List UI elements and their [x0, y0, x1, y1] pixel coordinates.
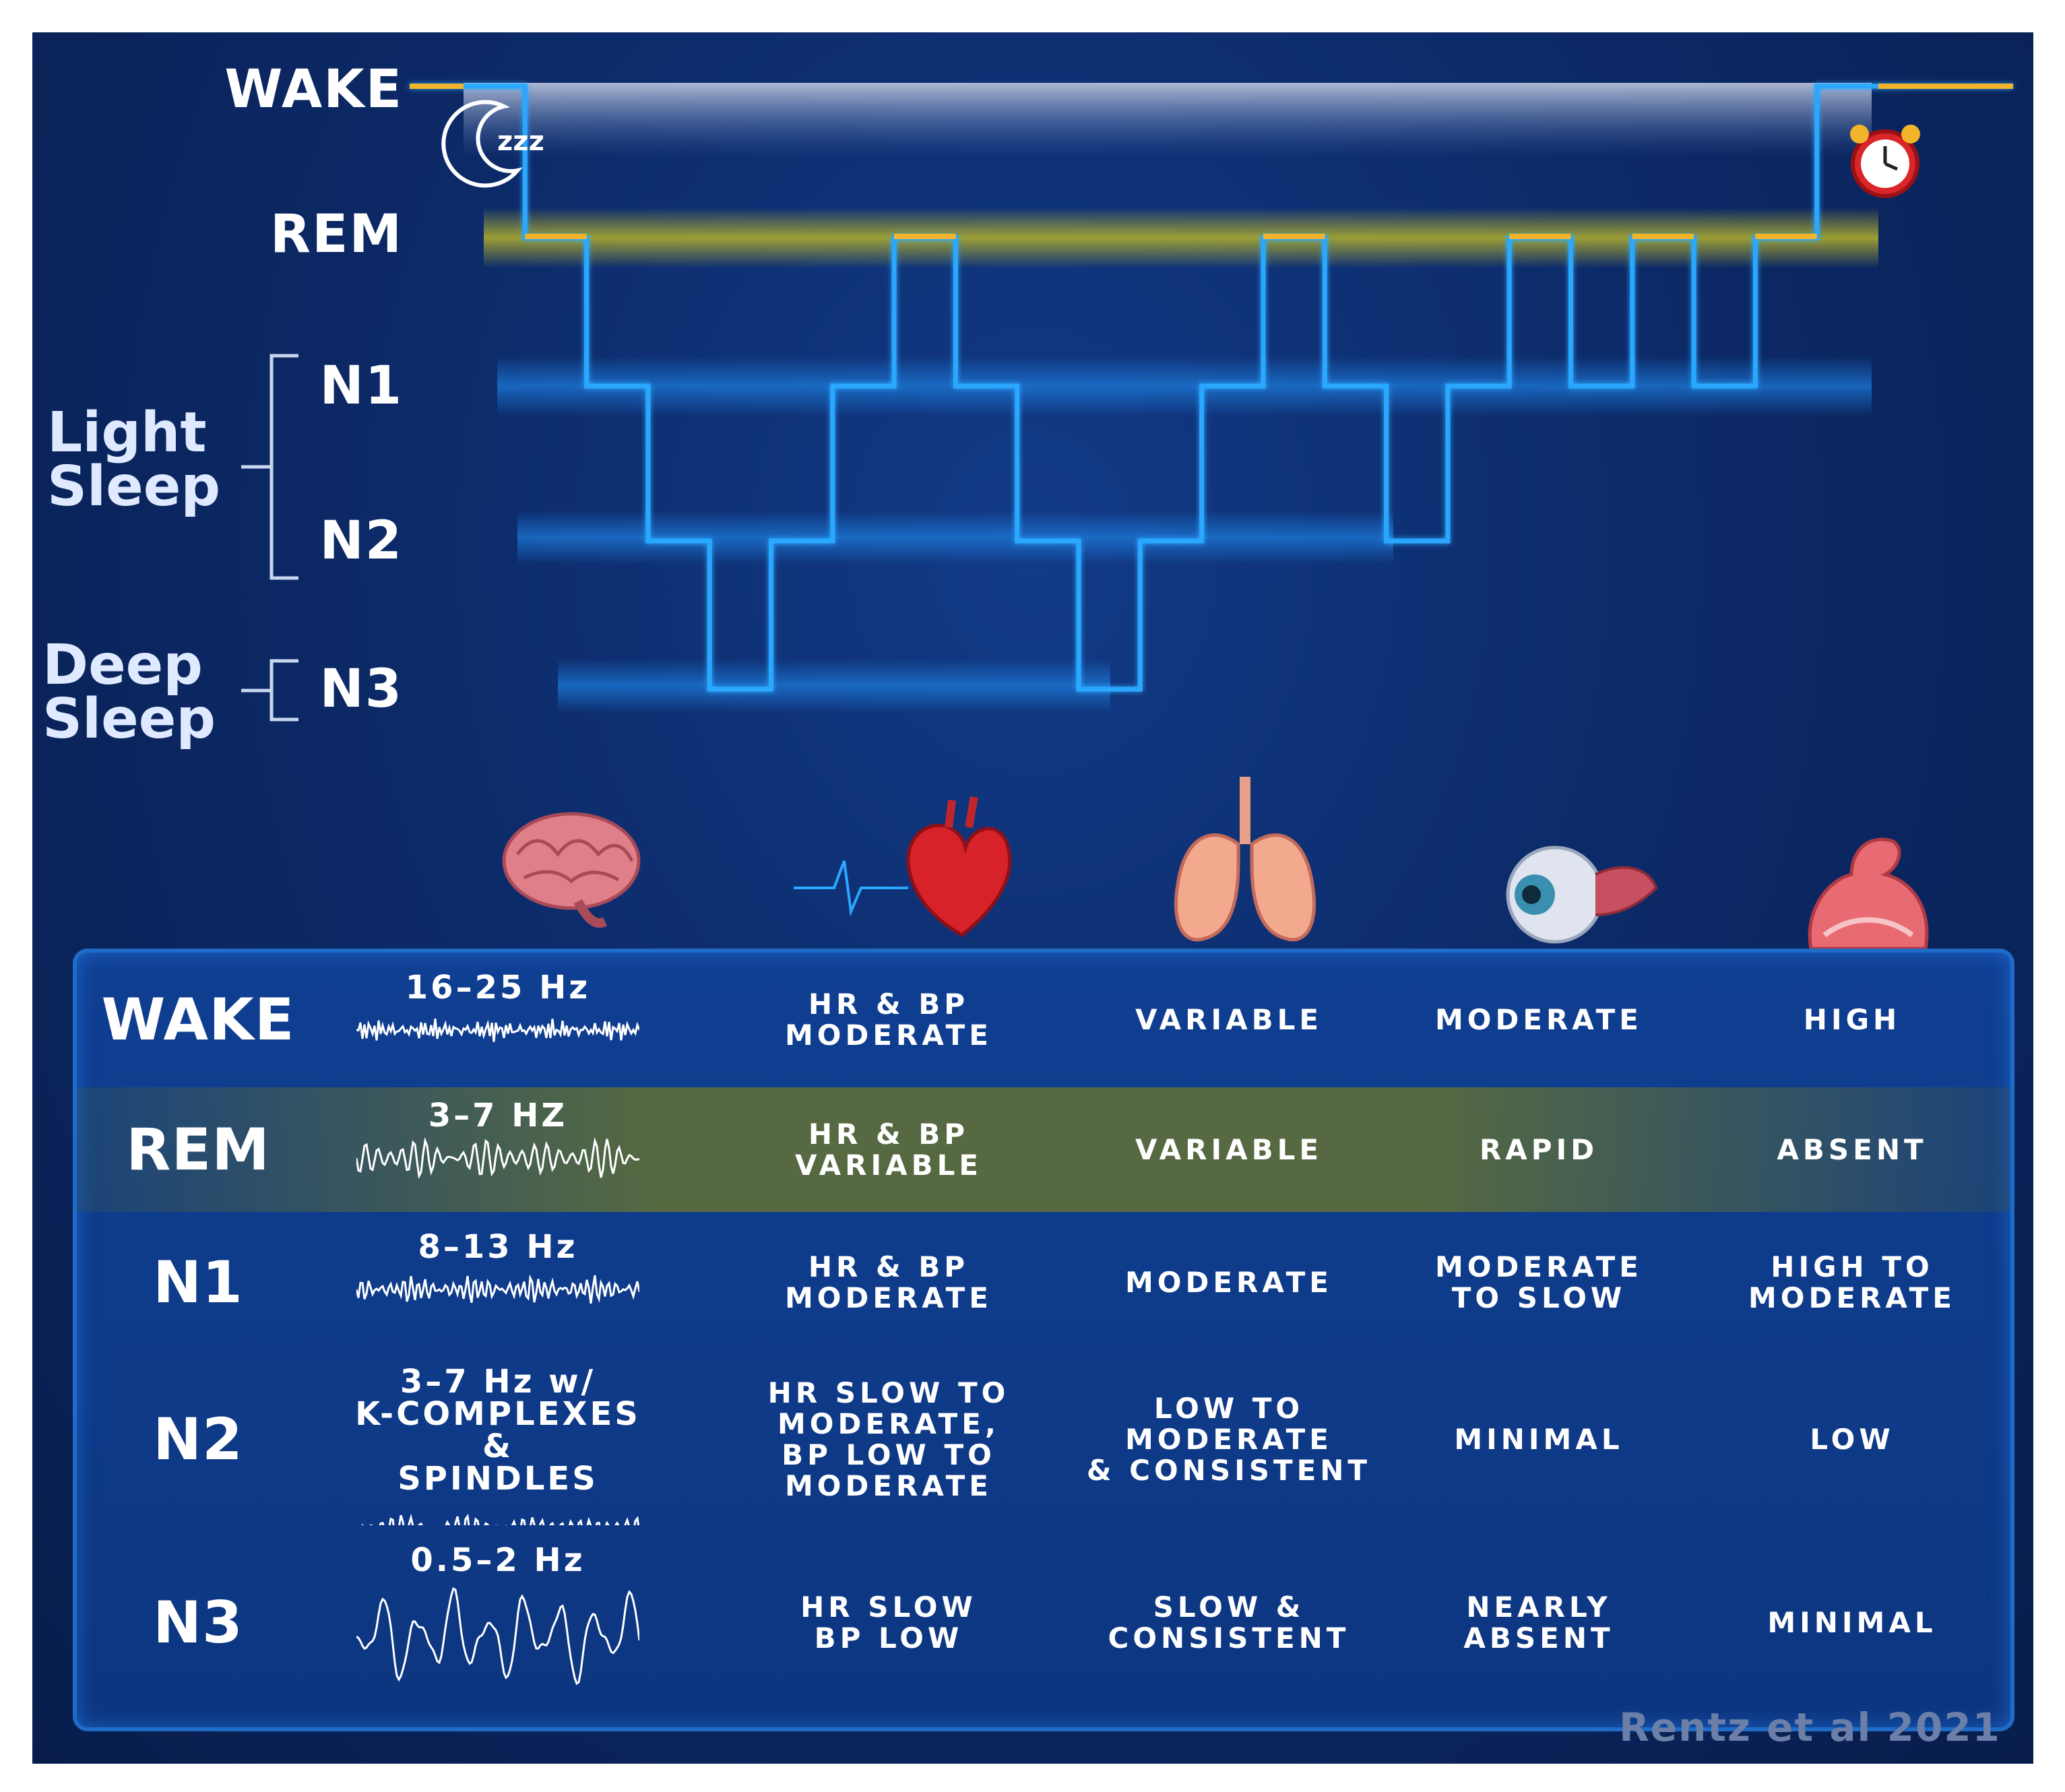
eeg-frequency: 16–25 Hz: [405, 969, 591, 1006]
group-label-deep-sleep: Deep Sleep: [42, 633, 216, 751]
eeg-trace: [356, 1018, 639, 1042]
diagram-canvas: zzz WAKE REM N1 N2 N3 Light Sleep Deep S…: [32, 32, 2033, 1764]
eeg-waveform: [356, 1274, 639, 1304]
table-heart-cell: HR & BP MODERATE: [785, 988, 992, 1052]
table-eye-cell: RAPID: [1479, 1132, 1599, 1166]
eeg-trace: [356, 1274, 639, 1304]
table-stage-name: N3: [153, 1589, 243, 1657]
table-lungs-cell: LOW TO MODERATE & CONSISTENT: [1086, 1391, 1372, 1487]
hypno-label-rem: REM: [270, 204, 403, 265]
hypnogram: zzz: [410, 83, 2013, 713]
table-eye-cell: MINIMAL: [1454, 1422, 1624, 1456]
eeg-waveform: [356, 1018, 639, 1042]
n3-band: [558, 659, 1110, 713]
stage-characteristics-table: WAKE 16–25 Hz HR & BP MODERATE VARIABLE MODE…: [73, 949, 2014, 1731]
eeg-frequency: 8–13 Hz: [418, 1228, 578, 1266]
table-eeg-cell: 0.5–2 Hz: [346, 1532, 649, 1714]
eeg-waveform: [356, 1587, 639, 1686]
eeg-frequency: 3–7 HZ: [428, 1097, 568, 1134]
eeg-trace: [361, 1513, 639, 1525]
credit-text: Rentz et al 2021: [1619, 1704, 2001, 1750]
table-muscle-cell: ABSENT: [1777, 1132, 1928, 1166]
table-stage-name: WAKE: [101, 986, 295, 1054]
table-heart-cell: HR SLOW TO MODERATE, BP LOW TO MODERATE: [767, 1376, 1010, 1502]
table-lungs-cell: VARIABLE: [1135, 1003, 1323, 1036]
bracket-deep-sleep: [241, 659, 298, 722]
table-stage-name: REM: [126, 1116, 270, 1184]
table-muscle-cell: HIGH TO MODERATE: [1748, 1250, 1956, 1314]
svg-text:zzz: zzz: [497, 126, 544, 157]
moon-sleep-icon: zzz: [441, 100, 544, 188]
table-eeg-cell: 8–13 Hz: [346, 1219, 649, 1347]
bracket-light-sleep: [241, 354, 298, 580]
eeg-trace: [356, 1587, 639, 1686]
hypno-label-n1: N1: [319, 356, 403, 416]
table-row: N1 8–13 Hz HR & BP MODERATE MODERATE MODERAT…: [77, 1219, 2010, 1347]
table-heart-cell: HR & BP MODERATE: [785, 1250, 992, 1314]
lungs-icon: [1174, 777, 1316, 942]
n2-band: [517, 511, 1393, 565]
table-lungs-cell: SLOW & CONSISTENT: [1108, 1591, 1350, 1655]
table-stage-name: N1: [153, 1249, 243, 1316]
table-eye-cell: MODERATE: [1435, 1003, 1643, 1036]
muscle-icon: [1808, 837, 1929, 951]
n1-band: [497, 356, 1872, 416]
brain-icon: [502, 812, 641, 928]
hypno-label-wake: WAKE: [224, 59, 403, 120]
table-eeg-cell: 16–25 Hz: [346, 959, 649, 1081]
hypnogram-trace: [410, 84, 2013, 692]
hypno-label-n3: N3: [319, 659, 403, 719]
table-row: N3 0.5–2 Hz HR SLOW BP LOW SLOW & CONSISTEN…: [77, 1532, 2010, 1714]
table-row: N2 3–7 Hz w/ K-COMPLEXES & SPINDLES HR SLO…: [77, 1353, 2010, 1525]
eeg-frequency: 0.5–2 Hz: [410, 1541, 585, 1579]
wake-band: [464, 83, 1872, 157]
eeg-frequency: 3–7 Hz w/ K-COMPLEXES & SPINDLES: [355, 1363, 641, 1498]
table-eeg-cell: 3–7 Hz w/ K-COMPLEXES & SPINDLES: [346, 1353, 649, 1525]
eeg-trace: [356, 1137, 639, 1180]
eeg-waveform: [361, 1513, 639, 1525]
table-stage-name: N2: [153, 1405, 243, 1473]
table-heart-cell: HR SLOW BP LOW: [800, 1591, 977, 1655]
table-muscle-cell: MINIMAL: [1767, 1606, 1937, 1639]
table-lungs-cell: VARIABLE: [1135, 1132, 1323, 1166]
hypno-label-n2: N2: [319, 511, 403, 571]
table-row: WAKE 16–25 Hz HR & BP MODERATE VARIABLE MODE…: [77, 959, 2010, 1081]
table-muscle-cell: LOW: [1810, 1422, 1895, 1456]
group-label-light-sleep: Light Sleep: [47, 401, 221, 519]
alarm-clock-icon: [1850, 125, 1920, 198]
table-eeg-cell: 3–7 HZ: [346, 1087, 649, 1212]
table-eye-cell: NEARLY ABSENT: [1463, 1591, 1614, 1655]
table-lungs-cell: MODERATE: [1125, 1266, 1333, 1299]
heart-icon: [794, 796, 1012, 938]
eeg-waveform: [356, 1137, 639, 1180]
table-muscle-cell: HIGH: [1803, 1003, 1901, 1036]
table-row: REM 3–7 HZ HR & BP VARIABLE VARIABLE RAPID AB…: [77, 1087, 2010, 1212]
table-eye-cell: MODERATE TO SLOW: [1435, 1250, 1643, 1314]
table-heart-cell: HR & BP VARIABLE: [794, 1117, 983, 1182]
eye-icon: [1506, 845, 1658, 944]
